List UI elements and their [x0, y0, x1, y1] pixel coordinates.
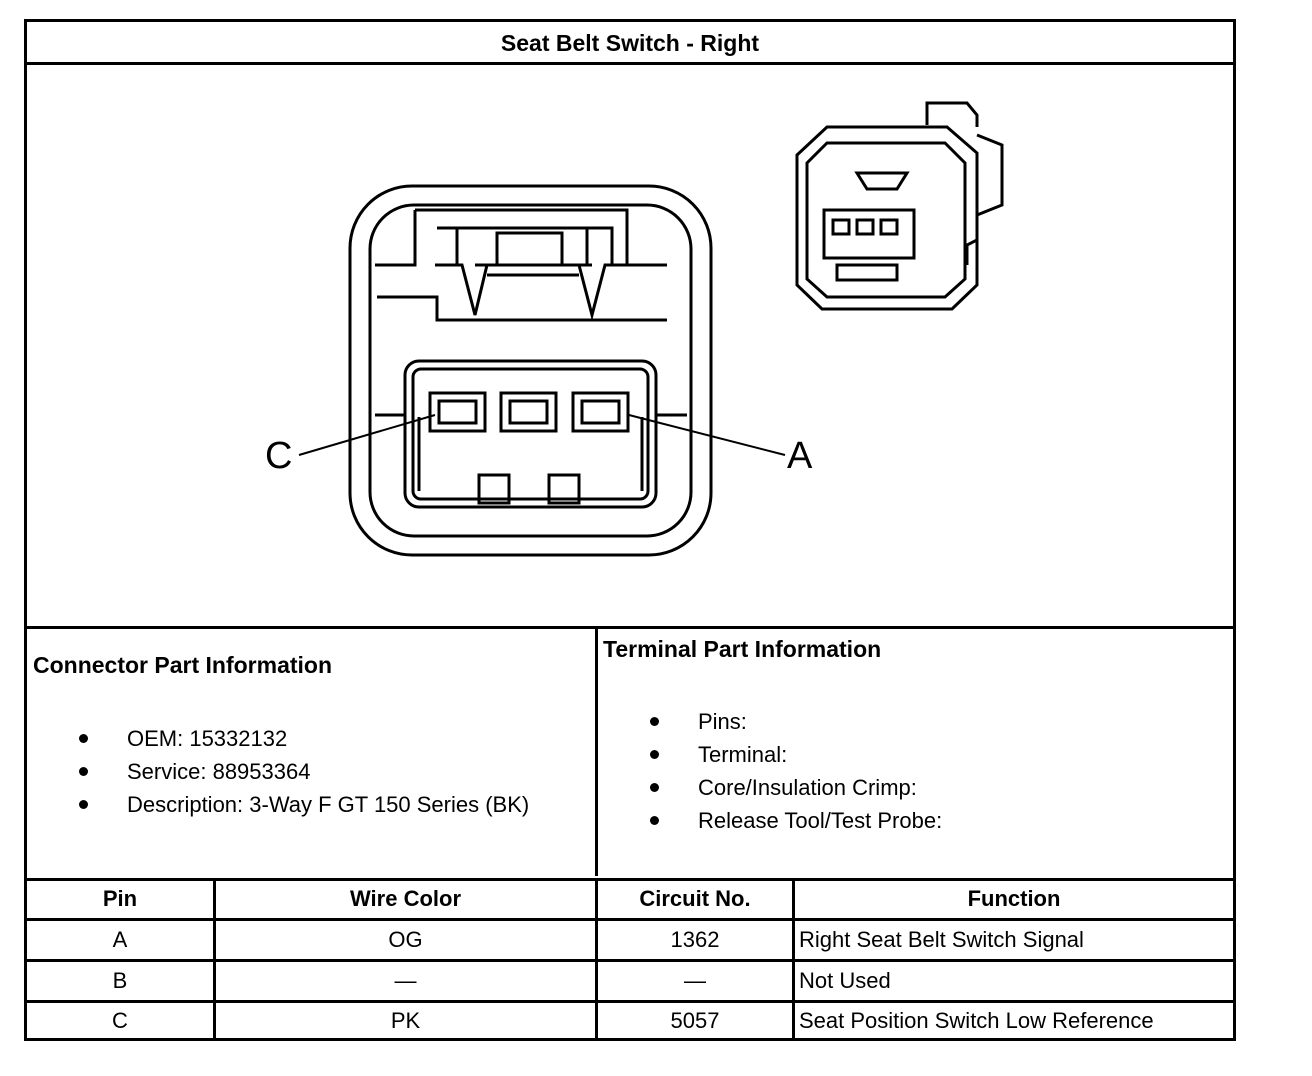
column-header-function: Function	[967, 886, 1061, 911]
terminal-info-text: Core/Insulation Crimp:	[698, 775, 917, 800]
function-cell: Right Seat Belt Switch Signal	[799, 927, 1084, 952]
table-row-rule	[27, 1000, 1233, 1003]
terminal-info-heading: Terminal Part Information	[603, 636, 882, 662]
connector-outer-shell	[348, 184, 713, 557]
table-row-rule	[27, 959, 1233, 962]
terminal-info-item: Pins:	[598, 705, 942, 738]
connector-latch	[375, 208, 667, 322]
connector-info-item: OEM: 15332132	[27, 722, 529, 755]
table-col-rule	[595, 878, 598, 1041]
wire-color-cell: OG	[388, 927, 423, 952]
connector-inner-shell	[368, 203, 693, 538]
connector-info-item: Service: 88953364	[27, 755, 529, 788]
bullet-icon	[650, 816, 659, 825]
column-header-pin: Pin	[102, 886, 138, 911]
function-cell: Seat Position Switch Low Reference	[799, 1008, 1154, 1033]
terminal-info-item: Core/Insulation Crimp:	[598, 771, 942, 804]
bullet-icon	[650, 783, 659, 792]
page-title: Seat Belt Switch - Right	[500, 30, 760, 56]
connector-face-diagram	[298, 101, 1004, 557]
connector-isometric-sketch	[795, 101, 1004, 311]
connector-info-list: OEM: 15332132 Service: 88953364 Descript…	[27, 722, 529, 821]
pin-label-a: A	[787, 435, 813, 477]
wire-color-cell: PK	[390, 1008, 421, 1033]
table-header-rule	[27, 918, 1233, 921]
connector-info-sheet: Seat Belt Switch - Right	[24, 19, 1236, 1041]
bullet-icon	[79, 767, 88, 776]
terminal-info-text: Release Tool/Test Probe:	[698, 808, 943, 833]
title-divider	[27, 62, 1233, 65]
bullet-icon	[650, 717, 659, 726]
pin-cell: A	[112, 927, 128, 952]
connector-diagram-area: C A	[27, 65, 1233, 628]
pin-cell: B	[112, 968, 128, 993]
info-divider	[595, 626, 598, 876]
function-cell: Not Used	[799, 968, 891, 993]
diagram-divider	[27, 626, 1233, 629]
column-header-circuit-no: Circuit No.	[639, 886, 751, 911]
column-header-wire-color: Wire Color	[349, 886, 462, 911]
pin-cell: C	[112, 1008, 128, 1033]
connector-info-heading: Connector Part Information	[33, 652, 333, 678]
table-col-rule	[213, 878, 216, 1041]
terminal-cavity-a	[571, 391, 630, 433]
pin-label-c: C	[265, 435, 293, 477]
leader-line-c	[298, 414, 436, 456]
leader-line-a	[628, 414, 786, 456]
terminal-info-item: Terminal:	[598, 738, 942, 771]
terminal-cavity-c	[428, 391, 487, 433]
circuit-no-cell: 1362	[670, 927, 720, 952]
bullet-icon	[650, 750, 659, 759]
terminal-info-text: Pins:	[698, 709, 747, 734]
terminal-cavity-block	[403, 359, 658, 509]
terminal-cavity-b	[499, 391, 558, 433]
bullet-icon	[79, 734, 88, 743]
wire-color-cell: —	[394, 968, 417, 993]
connector-info-text: Description: 3-Way F GT 150 Series (BK)	[127, 792, 530, 817]
circuit-no-cell: 5057	[670, 1008, 720, 1033]
connector-info-text: OEM: 15332132	[127, 726, 288, 751]
connector-info-text: Service: 88953364	[127, 759, 311, 784]
table-top-rule	[27, 878, 1233, 881]
terminal-info-item: Release Tool/Test Probe:	[598, 804, 942, 837]
terminal-info-list: Pins: Terminal: Core/Insulation Crimp: R…	[598, 705, 942, 837]
table-col-rule	[792, 878, 795, 1041]
terminal-info-text: Terminal:	[698, 742, 788, 767]
bullet-icon	[79, 800, 88, 809]
circuit-no-cell: —	[684, 968, 706, 993]
connector-info-item: Description: 3-Way F GT 150 Series (BK)	[27, 788, 529, 821]
